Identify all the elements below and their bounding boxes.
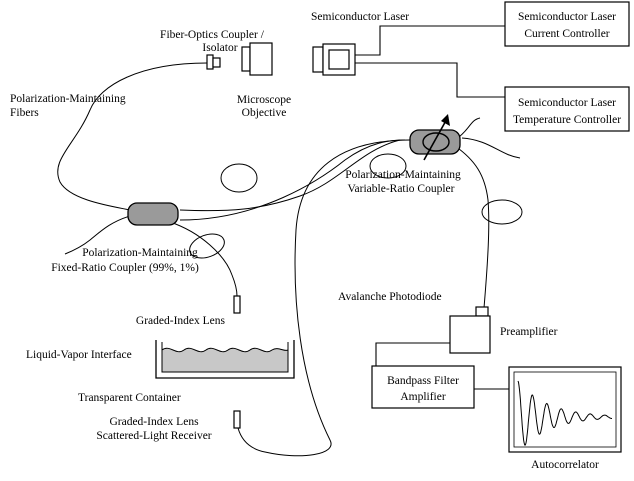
autocorrelator-box [508, 366, 622, 453]
fiber-coupler-to-variable [179, 139, 401, 212]
graded-index-lens-label: Graded-Index Lens [136, 315, 226, 327]
isolator-head [206, 54, 214, 70]
current-controller-label-1: Semiconductor Laser [518, 11, 616, 23]
bandpass-filter-label-1: Bandpass Filter [387, 375, 459, 387]
container-inner [161, 342, 289, 373]
liquid-surface [161, 347, 289, 353]
fiber-loop-right [481, 199, 523, 225]
transparent-container-label: Transparent Container [78, 392, 181, 404]
objective-body [249, 42, 273, 76]
transparent-container [155, 340, 295, 379]
laser-current-wire [355, 25, 505, 56]
fiber-variable-to-photodiode [454, 145, 490, 309]
laser-temperature-wire [355, 62, 505, 98]
receiver-lens [233, 410, 241, 429]
preamplifier-label: Preamplifier [500, 326, 558, 338]
fiber-loop-center [220, 163, 258, 193]
photodiode [475, 306, 489, 317]
fiber-coupler-to-lens [169, 221, 238, 297]
variable-coupler-dial [422, 132, 450, 152]
variable-coupler-arrow [423, 116, 449, 161]
autocorrelator-label: Autocorrelator [531, 459, 599, 471]
receiver-label-1: Graded-Index Lens [109, 416, 199, 428]
fiber-isolator-to-coupler [57, 62, 208, 211]
fiber-variable-to-receiver [237, 139, 411, 457]
pm-fibers-label-2: Fibers [10, 107, 39, 119]
microscope-objective-label-2: Objective [242, 107, 287, 119]
temperature-controller-box [504, 86, 630, 132]
current-controller-box [504, 1, 630, 47]
fixed-ratio-coupler [127, 202, 179, 226]
microscope-objective-label-1: Microscope [237, 94, 291, 106]
graded-index-lens [233, 295, 241, 314]
bandpass-filter-label-2: Amplifier [400, 391, 446, 403]
variable-coupler-label-2: Variable-Ratio Coupler [348, 183, 455, 195]
isolator-label-1: Fiber-Optics Coupler / [160, 29, 265, 41]
bandpass-filter-box [371, 365, 475, 409]
variable-coupler-label-1: Polarization-Maintaining [345, 169, 461, 181]
variable-coupler-arrowhead [441, 114, 450, 126]
receiver-label-2: Scattered-Light Receiver [96, 430, 211, 442]
semiconductor-laser-label: Semiconductor Laser [311, 11, 409, 23]
laser-front [312, 46, 324, 73]
fiber-loop-upper-right [369, 153, 407, 179]
current-controller-label-2: Current Controller [524, 28, 609, 40]
fiber-coupler-left-lead [64, 215, 131, 255]
isolator-label-2: Isolator [202, 42, 237, 54]
autocorrelator-screen [513, 371, 617, 448]
fiber-loop-lower [189, 233, 225, 259]
pm-fibers-label-1: Polarization-Maintaining [10, 93, 126, 105]
objective-front [241, 46, 251, 72]
avalanche-photodiode-label: Avalanche Photodiode [338, 291, 442, 303]
preamp-to-filter-wire [375, 342, 450, 367]
fiber-variable-right-end [461, 137, 521, 159]
fixed-coupler-label-1: Polarization-Maintaining [82, 247, 198, 259]
liquid [162, 348, 288, 372]
isolator-body [212, 57, 221, 68]
preamplifier-box [449, 315, 491, 354]
fixed-coupler-label-2: Fixed-Ratio Coupler (99%, 1%) [51, 262, 199, 274]
variable-ratio-coupler [409, 129, 461, 155]
autocorrelator-trace [517, 380, 612, 447]
temperature-controller-label-2: Temperature Controller [513, 114, 621, 126]
liquid-vapor-label: Liquid-Vapor Interface [26, 349, 132, 361]
temperature-controller-label-1: Semiconductor Laser [518, 97, 616, 109]
laser-window [328, 49, 350, 70]
